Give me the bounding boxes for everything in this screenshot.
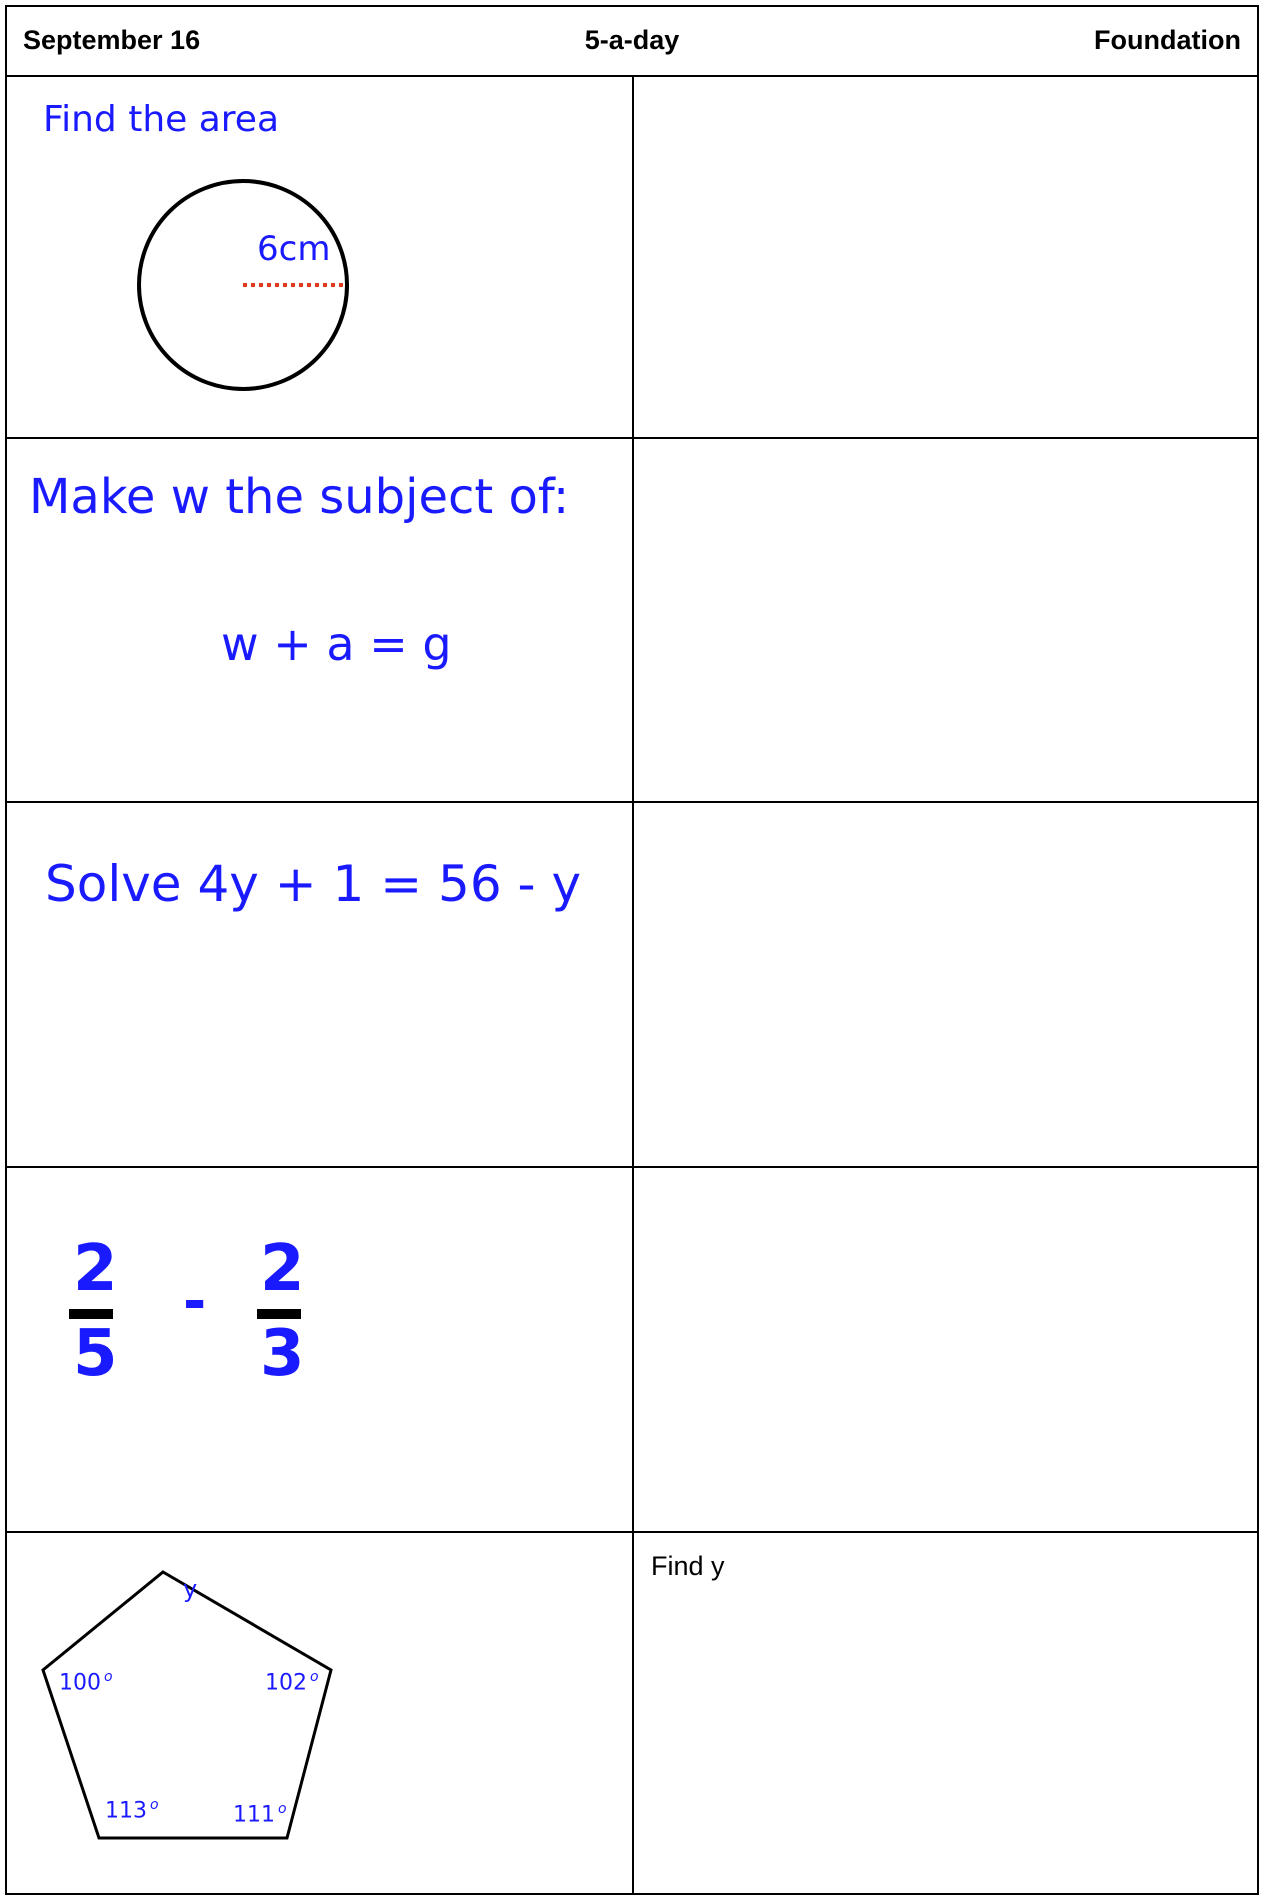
column-divider [632, 75, 634, 1895]
row-divider-2 [7, 801, 1257, 803]
fraction-b-bar [257, 1309, 301, 1319]
fraction-b-denominator: 3 [260, 1317, 305, 1391]
degree-mark: o [104, 1669, 113, 1685]
radius-label: 6cm [257, 229, 331, 269]
fraction-b-numerator: 2 [260, 1232, 305, 1306]
worksheet-header: September 16 5-a-day Foundation [7, 7, 1257, 77]
question-3-prompt: Solve 4y + 1 = 56 - y [45, 855, 582, 913]
degree-mark: o [278, 1801, 287, 1817]
subtraction-operator: - [183, 1269, 207, 1334]
question-1-prompt: Find the area [43, 99, 280, 140]
worksheet: September 16 5-a-day Foundation Find the… [5, 5, 1259, 1895]
circle-diagram [137, 179, 349, 391]
degree-mark: o [150, 1797, 159, 1813]
header-level: Foundation [1094, 25, 1241, 55]
pentagon-diagram [41, 1570, 333, 1840]
degree-mark: o [310, 1669, 319, 1685]
question-5-prompt: Find y [651, 1551, 725, 1581]
row-divider-1 [7, 437, 1257, 439]
fraction-a-numerator: 2 [73, 1232, 118, 1306]
fraction-a-denominator: 5 [73, 1317, 118, 1391]
fraction-a-bar [69, 1309, 113, 1319]
row-divider-4 [7, 1531, 1257, 1533]
circle-shape [137, 179, 349, 391]
angle-top: y [183, 1575, 198, 1603]
question-2-equation: w + a = g [221, 617, 452, 671]
header-title: 5-a-day [584, 25, 680, 55]
pentagon-shape [41, 1570, 333, 1840]
question-2-prompt: Make w the subject of: [29, 469, 570, 525]
row-divider-3 [7, 1166, 1257, 1168]
header-date: September 16 [23, 25, 201, 55]
